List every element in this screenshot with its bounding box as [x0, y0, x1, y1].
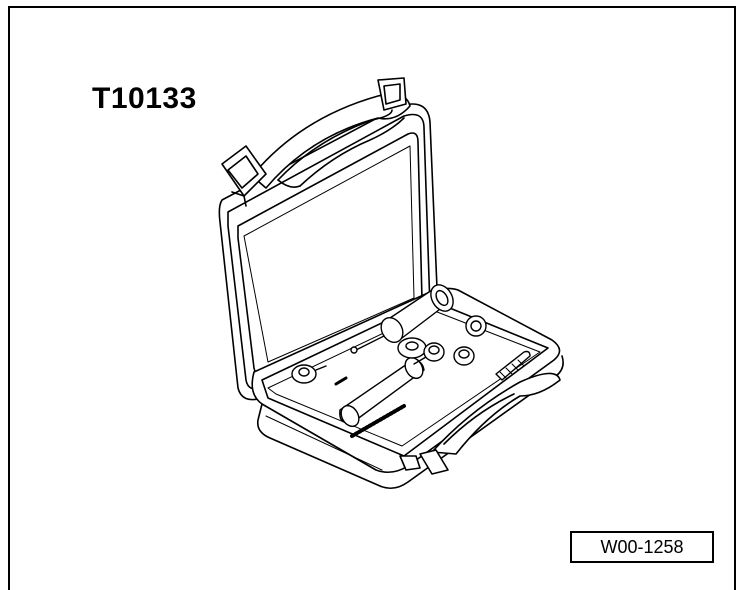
- lid-handle: [251, 93, 411, 189]
- lid-latches: [221, 77, 407, 207]
- base-handle: [399, 372, 561, 475]
- reference-code-label: W00-1258: [600, 536, 684, 557]
- tools: [291, 284, 531, 438]
- figure-frame: [8, 6, 736, 590]
- reference-code-box: W00-1258: [570, 531, 714, 563]
- part-number-label: T10133: [92, 82, 197, 115]
